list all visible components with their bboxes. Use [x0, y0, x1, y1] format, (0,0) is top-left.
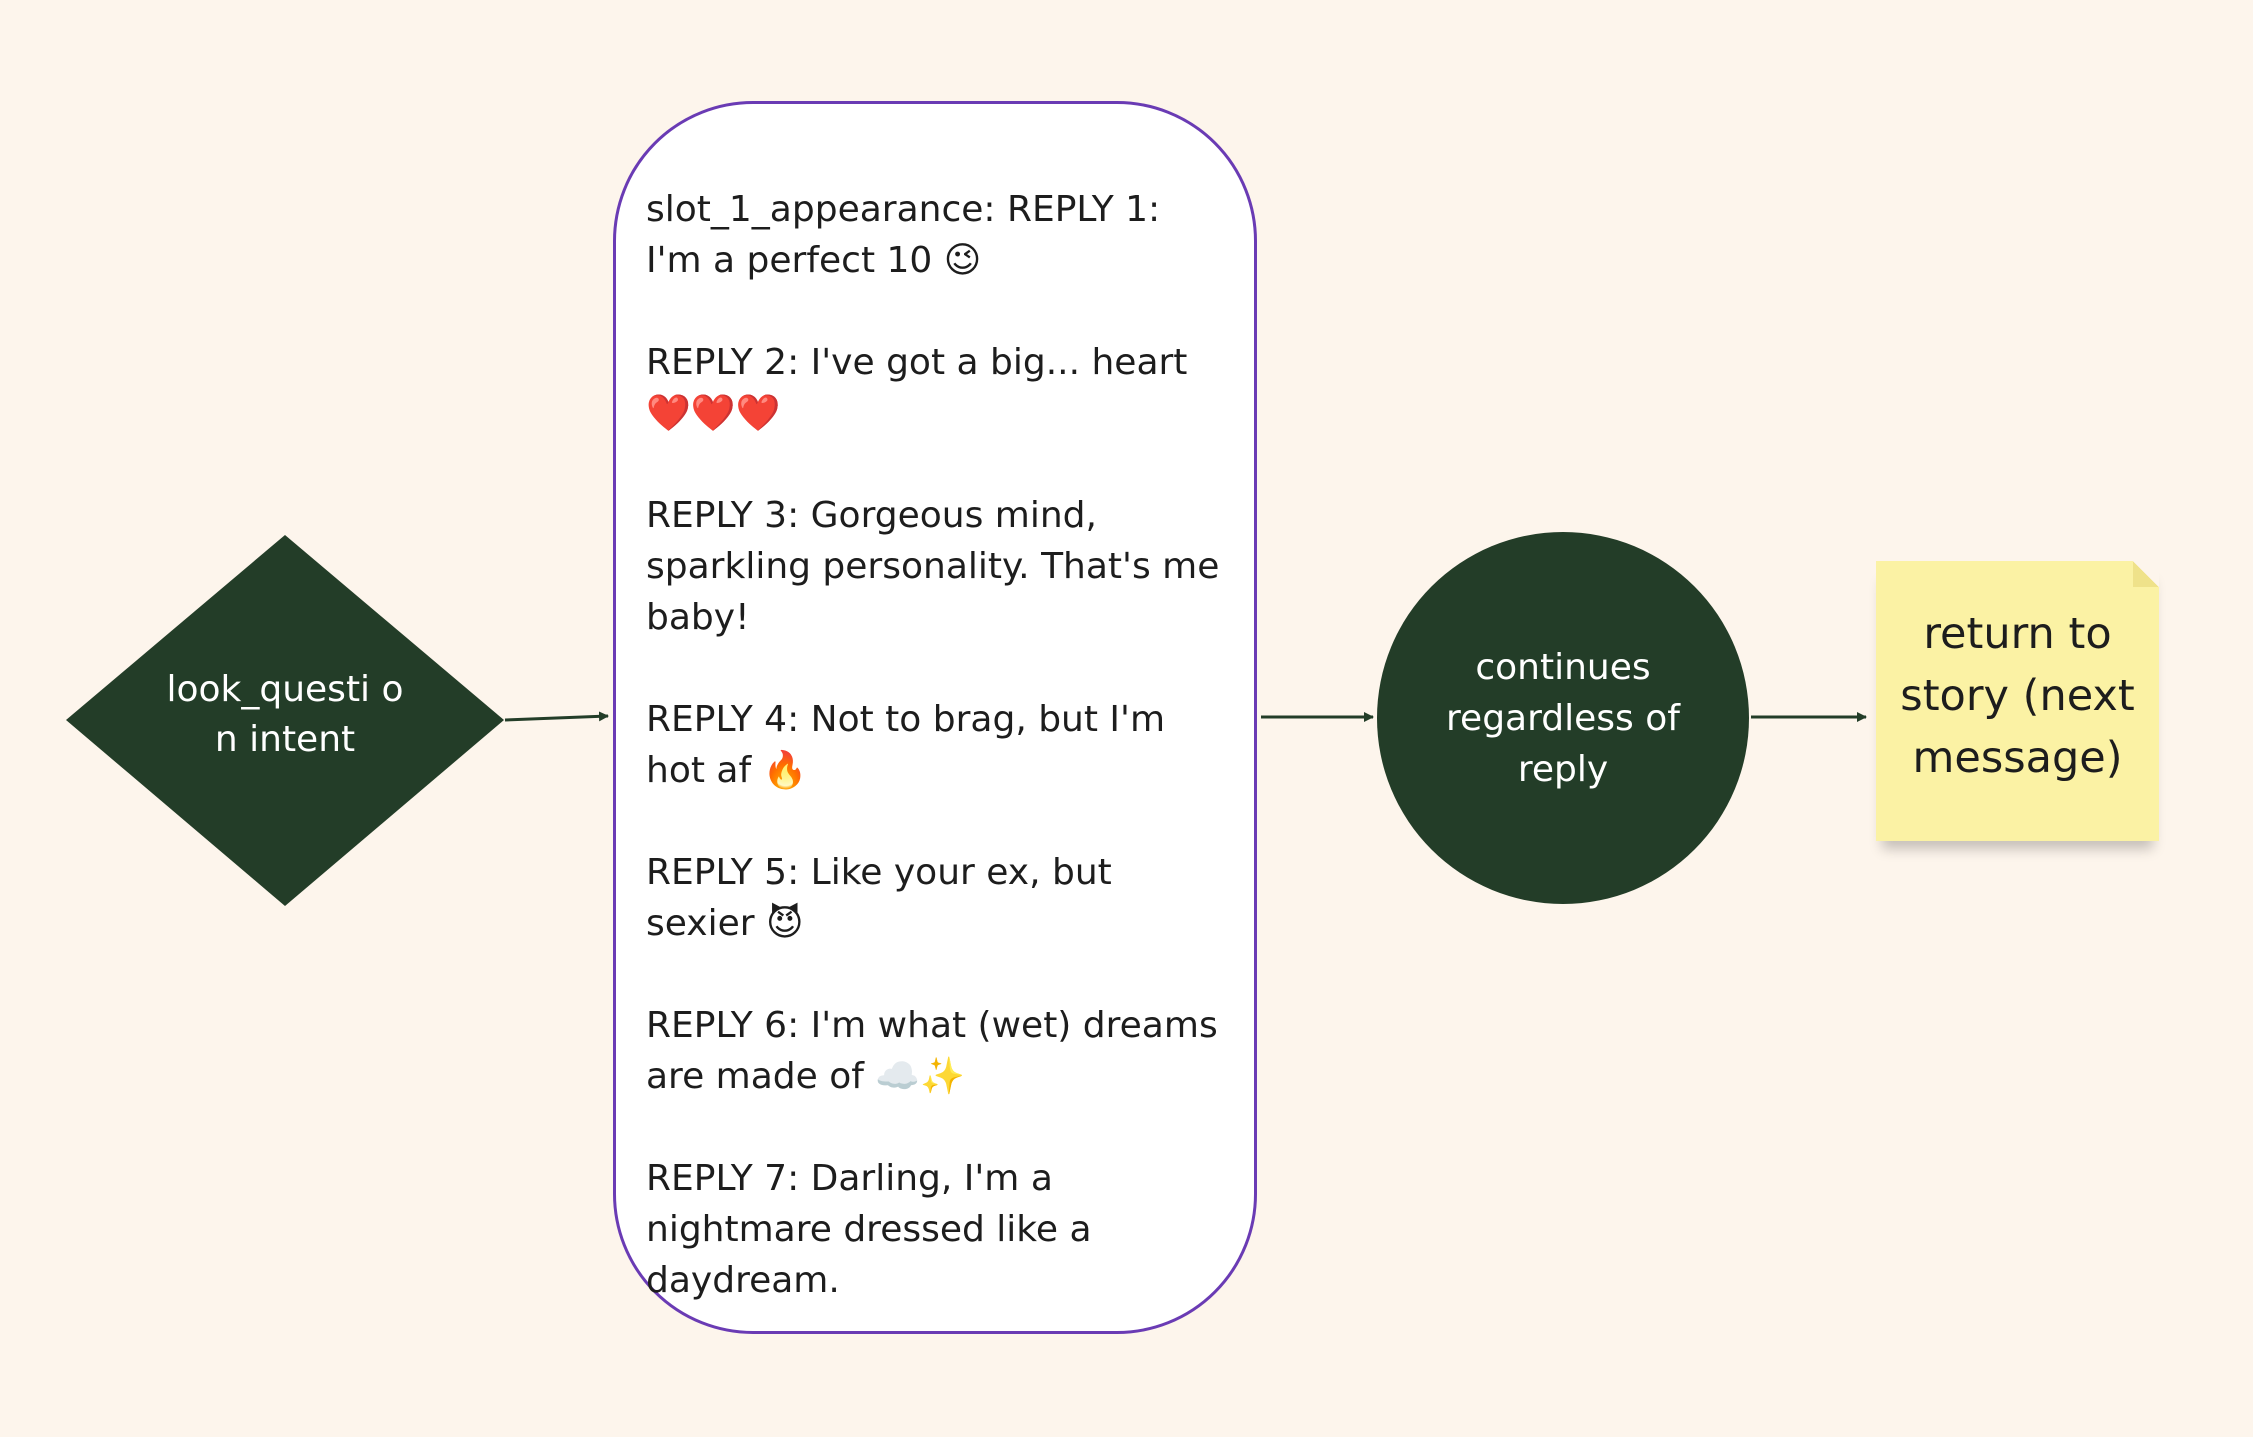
reply-item-3: REPLY 3: Gorgeous mind, sparkling person… [646, 495, 1231, 638]
sticky-note-folded-corner [2133, 561, 2159, 587]
reply-item-4: REPLY 4: Not to brag, but I'm hot af 🔥 [646, 699, 1177, 791]
decision-node[interactable]: look_questi on intent [66, 535, 504, 906]
connector-decision-to-replies [504, 711, 609, 722]
decision-label: look_questi on intent [166, 669, 404, 760]
reply-item-1: slot_1_appearance: REPLY 1: I'm a perfec… [646, 189, 1172, 281]
reply-item-7: REPLY 7: Darling, I'm a nightmare dresse… [646, 1158, 1103, 1301]
decision-diamond-shape [66, 535, 504, 906]
reply-item-5: REPLY 5: Like your ex, but sexier 😈 [646, 852, 1124, 944]
process-node[interactable]: continues regardless of reply [1377, 532, 1749, 904]
reply-item-6: REPLY 6: I'm what (wet) dreams are made … [646, 1005, 1230, 1097]
replies-node[interactable]: slot_1_appearance: REPLY 1: I'm a perfec… [613, 101, 1257, 1334]
sticky-note[interactable]: return to story (next message) [1876, 561, 2159, 841]
sticky-note-label: return to story (next message) [1900, 609, 2135, 783]
process-label: continues regardless of reply [1446, 646, 1680, 790]
reply-item-2: REPLY 2: I've got a big... heart ❤️❤️❤️ [646, 342, 1199, 434]
